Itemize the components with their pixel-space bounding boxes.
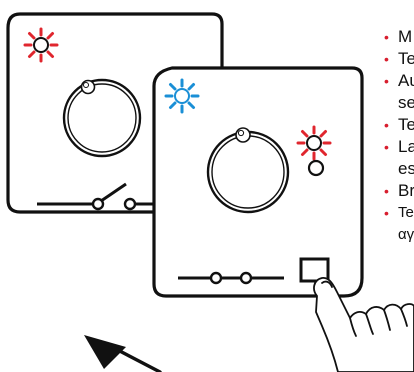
pressing-hand-icon <box>313 277 414 372</box>
instruction-text-continued: αγ <box>398 226 414 243</box>
instruction-text: Te <box>398 115 414 134</box>
instruction-item: • Br <box>384 180 414 202</box>
back-device-red-led-icon <box>23 27 59 63</box>
instruction-list: • M • Te • Au se • Te • La es • Br • Te … <box>384 26 414 246</box>
bullet-dot: • <box>384 51 389 67</box>
instruction-item: • M <box>384 26 414 48</box>
bullet-dot: • <box>384 183 389 199</box>
back-device-dial <box>62 78 142 158</box>
instruction-text: La <box>398 137 414 156</box>
instruction-item: • Te <box>384 48 414 70</box>
instruction-item: • Te αγ <box>384 202 414 246</box>
bullet-dot: • <box>384 29 389 45</box>
direction-arrow-icon <box>84 335 162 372</box>
front-device-red-led-icon <box>296 125 332 161</box>
bullet-dot: • <box>384 117 389 133</box>
instruction-text: Br <box>398 181 414 200</box>
bullet-dot: • <box>384 205 389 221</box>
instruction-text: Te <box>398 204 414 221</box>
front-device-dial <box>206 127 290 214</box>
instruction-text: M <box>398 27 413 46</box>
bullet-dot: • <box>384 73 389 89</box>
instruction-item: • Te <box>384 114 414 136</box>
front-device-sensor-ring <box>307 159 325 177</box>
front-device-push-button[interactable] <box>299 257 330 283</box>
front-device-blue-led-icon <box>164 78 200 114</box>
front-device <box>152 66 364 298</box>
front-device-switch-closed-icon <box>178 271 284 285</box>
instruction-item: • La es <box>384 136 414 180</box>
instruction-text: Te <box>398 49 414 68</box>
instruction-text-continued: se <box>398 93 414 112</box>
instruction-text: Au <box>398 71 414 90</box>
bullet-dot: • <box>384 139 389 155</box>
instruction-text-continued: es <box>398 159 414 178</box>
instruction-item: • Au se <box>384 70 414 114</box>
